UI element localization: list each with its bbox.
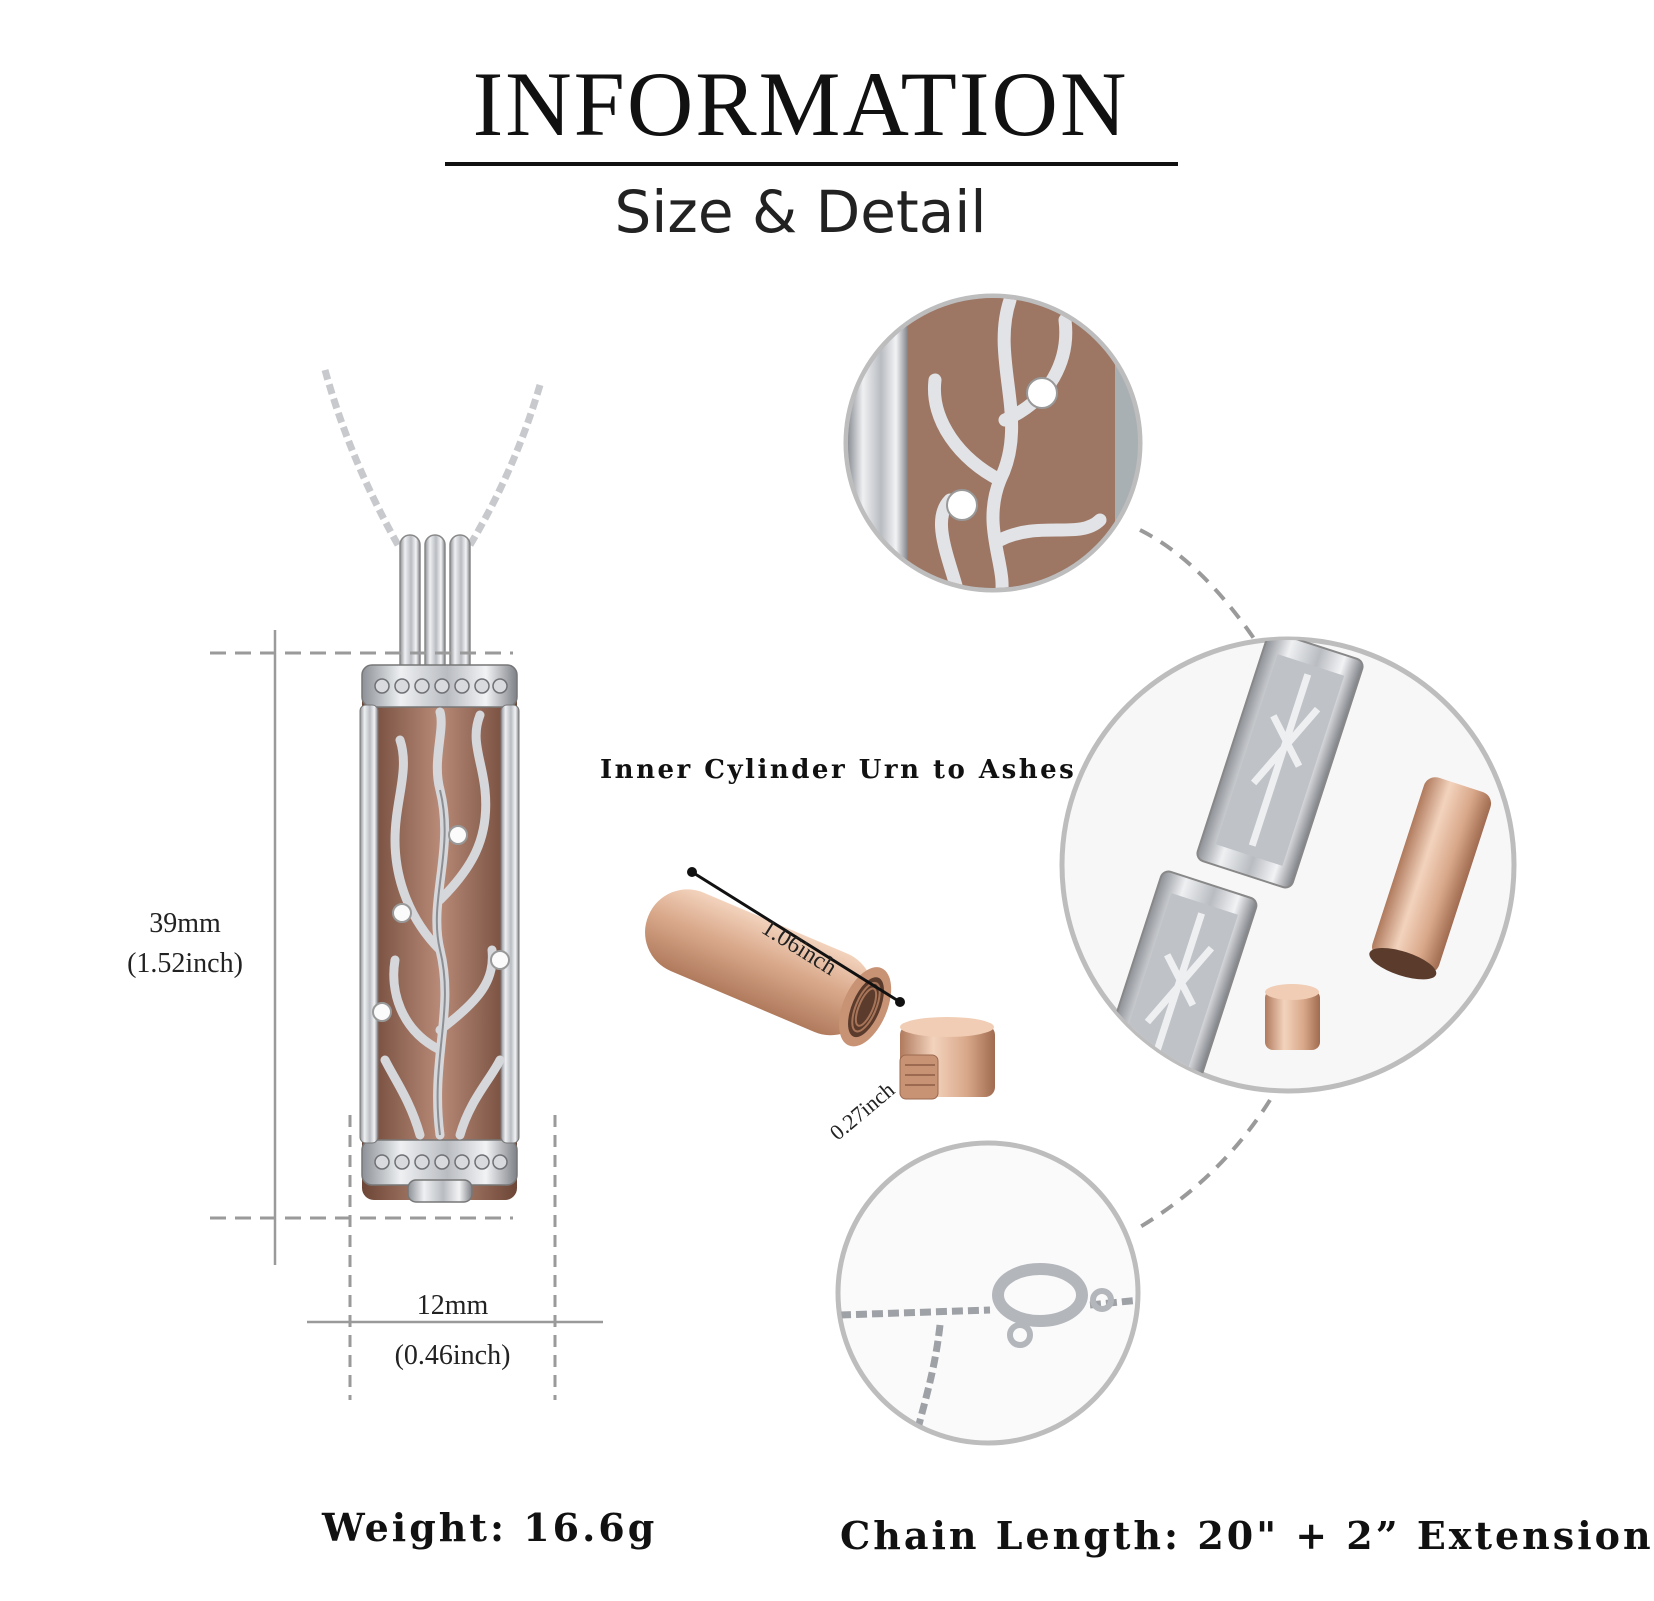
pendant-image <box>321 369 544 1203</box>
page-subtitle: Size & Detail <box>614 178 987 246</box>
chain-length-caption: Chain Length: 20" + 2” Extension <box>840 1513 1654 1558</box>
weight-caption: Weight: 16.6g <box>322 1505 658 1550</box>
connector-lines <box>1133 528 1272 1232</box>
inner-cylinder-caption: Inner Cylinder Urn to Ashes <box>600 755 1077 785</box>
title-underline <box>445 162 1178 166</box>
product-illustration <box>210 293 1517 1446</box>
clasp-image <box>835 1140 1141 1446</box>
dimension-guides <box>210 630 603 1400</box>
width-mm-label: 12mm <box>416 1290 489 1321</box>
page-title: INFORMATION <box>472 53 1129 155</box>
height-mm-label: 39mm <box>149 908 221 939</box>
inner-cylinder-image <box>645 867 995 1100</box>
detail-closeup-image <box>843 293 1143 593</box>
height-inch-label: (1.52inch) <box>127 948 243 979</box>
width-inch-label: (0.46inch) <box>394 1340 511 1371</box>
open-pendant-image <box>1059 636 1517 1094</box>
